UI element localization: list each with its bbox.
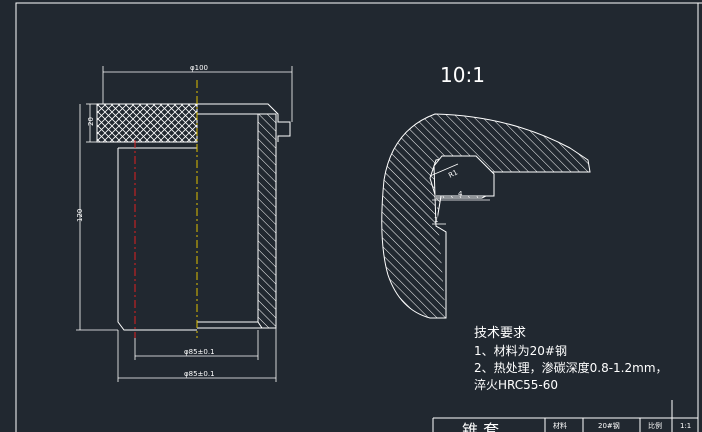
dim-text-left-height: 120: [76, 209, 84, 222]
detail-section-hatch: [381, 113, 591, 319]
detail-text-r1: R1: [447, 168, 459, 179]
title-block-material-label: 材料: [553, 421, 567, 430]
sleeve-section-view: φ100 20 120 φ85±0.1 φ85±0.1: [76, 64, 293, 382]
detail-scale-label: 10:1: [440, 63, 485, 87]
dim-text-outer-diameter: φ85±0.1: [184, 370, 215, 378]
tech-requirements: 技术要求 1、材料为20#钢 2、热处理，渗碳深度0.8-1.2mm， 淬火HR…: [474, 326, 668, 392]
tech-req-line3: 淬火HRC55-60: [474, 377, 558, 392]
title-block-scale-value: 1:1: [680, 422, 691, 430]
drawing-border: [15, 2, 699, 432]
tech-req-line1: 1、材料为20#钢: [474, 344, 567, 358]
title-block-part-name: 锥 套: [462, 421, 499, 432]
title-block-scale-label: 比例: [648, 421, 662, 430]
knurled-band: [96, 103, 198, 143]
sleeve-wall-hatch: [257, 113, 277, 329]
tech-req-title: 技术要求: [474, 326, 526, 341]
detail-text-1: 1: [434, 216, 438, 224]
title-block: 锥 套 材料 20#钢 比例 1:1: [432, 400, 698, 432]
detail-text-4: 4: [458, 190, 463, 198]
detail-view: 10:1 R1 4 1: [381, 63, 591, 319]
tech-req-line2: 2、热处理，渗碳深度0.8-1.2mm，: [474, 360, 668, 375]
dim-text-top-diameter: φ100: [190, 64, 208, 72]
title-block-material-value: 20#钢: [598, 421, 620, 430]
detail-leader-r1: [429, 163, 459, 177]
sleeve-top-profile: [96, 103, 291, 142]
sleeve-inner-bore: [117, 148, 262, 331]
detail-groove-fill: [438, 162, 488, 192]
dim-text-left-small: 20: [87, 117, 95, 126]
dim-text-inner-diameter: φ85±0.1: [184, 348, 215, 356]
